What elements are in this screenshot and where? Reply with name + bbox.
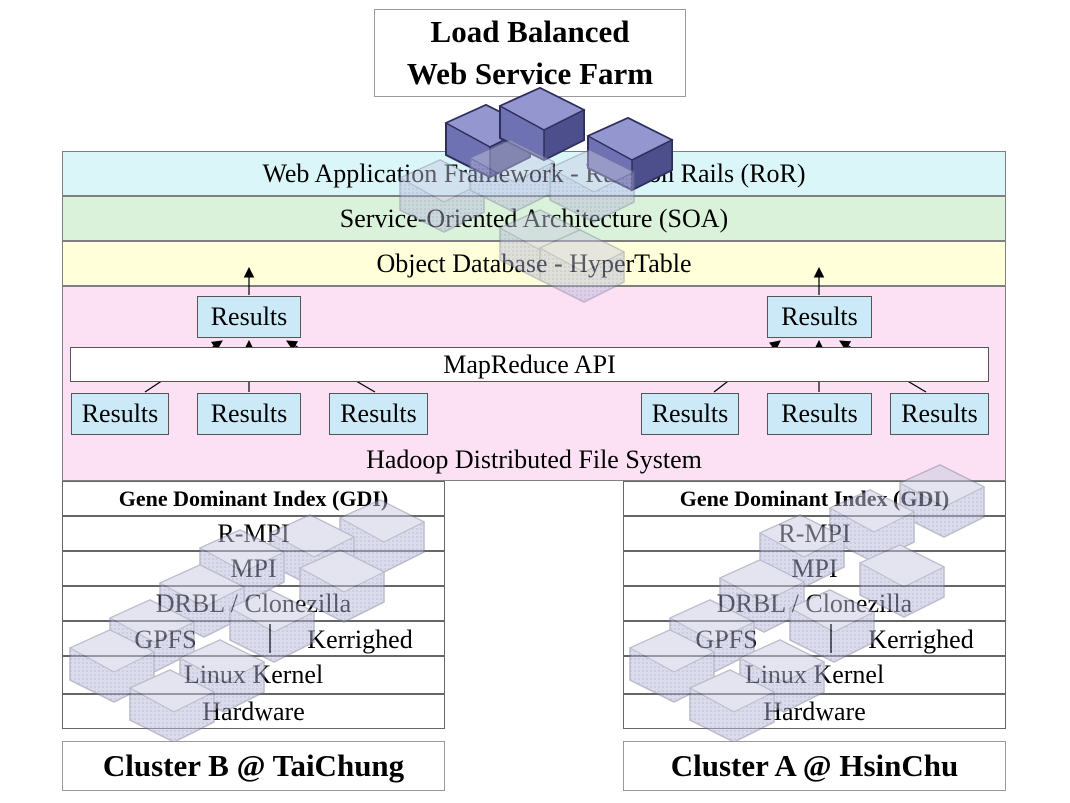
cluster-b-drbl-row: DRBL / Clonezilla [62, 586, 445, 621]
cluster-b-hardware-row: Hardware [62, 694, 445, 729]
cluster-b-hardware-label: Hardware [202, 696, 305, 726]
cluster-a-gdi-label: Gene Dominant Index (GDI) [679, 485, 950, 511]
cluster-b-gpfs-cell: GPFS [63, 622, 268, 657]
object-database-label: Object Database - HyperTable [376, 248, 692, 278]
cluster-a-kerrighed-cell: Kerrighed [836, 622, 1006, 657]
cluster-b-kernel-label: Linux Kernel [183, 660, 324, 689]
results-label: Results [210, 399, 288, 428]
cluster-b-gdi-label: Gene Dominant Index (GDI) [118, 485, 389, 511]
hdfs-label: Hadoop Distributed File System [62, 443, 1006, 477]
cluster-a-rmpi-row: R-MPI [623, 516, 1006, 551]
cluster-b-rmpi-row: R-MPI [62, 516, 445, 551]
results-label: Results [901, 399, 978, 428]
results-box: Results [641, 393, 739, 435]
results-label: Results [340, 399, 417, 428]
hdfs-label-text: Hadoop Distributed File System [366, 445, 702, 474]
soa-layer: Service-Oriented Architecture (SOA) [62, 196, 1006, 241]
cluster-b-fs-divider [269, 624, 271, 653]
cluster-a-gdi-row: Gene Dominant Index (GDI) [623, 481, 1006, 516]
cluster-b-gpfs-label: GPFS [134, 624, 197, 654]
soa-label: Service-Oriented Architecture (SOA) [339, 203, 729, 233]
results-box: Results [329, 393, 428, 435]
results-box: Results [71, 393, 169, 435]
cluster-a-mpi-row: MPI [623, 551, 1006, 586]
cluster-b-name: Cluster B @ TaiChung [102, 748, 405, 783]
cluster-b-kerrighed-label: Kerrighed [307, 624, 413, 654]
cluster-b-gdi-row: Gene Dominant Index (GDI) [62, 481, 445, 516]
web-app-framework-layer: Web Application Framework - Ruby on Rail… [62, 151, 1006, 196]
cluster-a-kernel-label: Linux Kernel [744, 660, 885, 689]
cluster-a-hardware-row: Hardware [623, 694, 1006, 729]
results-box: Results [767, 393, 872, 435]
cluster-a-rmpi-label: R-MPI [778, 518, 851, 548]
cluster-b-kernel-row: Linux Kernel [62, 656, 445, 694]
results-label: Results [81, 399, 159, 428]
mapreduce-api-label: MapReduce API [443, 349, 616, 379]
cluster-a-kerrighed-label: Kerrighed [868, 624, 974, 654]
results-label: Results [210, 302, 288, 331]
cluster-a-gpfs-cell: GPFS [624, 622, 829, 657]
farm-title: Load Balanced Web Service Farm [374, 9, 686, 97]
cluster-a-drbl-label: DRBL / Clonezilla [716, 588, 913, 618]
results-label: Results [781, 399, 858, 428]
cluster-b-mpi-label: MPI [230, 553, 277, 583]
results-box: Results [890, 393, 989, 435]
farm-title-line2: Web Service Farm [406, 56, 654, 91]
cluster-a-fs-divider [830, 624, 832, 653]
cluster-b-kerrighed-cell: Kerrighed [275, 622, 445, 657]
cluster-a-gpfs-label: GPFS [695, 624, 758, 654]
object-database-layer: Object Database - HyperTable [62, 241, 1006, 286]
results-box-right-aggregate: Results [767, 296, 872, 338]
cluster-a-hardware-label: Hardware [763, 696, 866, 726]
results-label: Results [651, 399, 729, 428]
results-label: Results [781, 302, 858, 331]
results-box: Results [197, 393, 301, 435]
cluster-a-kernel-row: Linux Kernel [623, 656, 1006, 694]
cluster-a-mpi-label: MPI [791, 553, 838, 583]
cluster-a-name: Cluster A @ HsinChu [670, 748, 959, 783]
cluster-b-mpi-row: MPI [62, 551, 445, 586]
farm-title-line1: Load Balanced [430, 14, 630, 49]
web-app-framework-label: Web Application Framework - Ruby on Rail… [262, 158, 806, 188]
mapreduce-api-bar: MapReduce API [70, 347, 989, 382]
cluster-a-fs-row: GPFS Kerrighed [623, 621, 1006, 656]
cluster-a-name-box: Cluster A @ HsinChu [623, 741, 1006, 791]
results-box-left-aggregate: Results [197, 296, 301, 338]
cluster-b-name-box: Cluster B @ TaiChung [62, 741, 445, 791]
cluster-b-fs-row: GPFS Kerrighed [62, 621, 445, 656]
cluster-a-drbl-row: DRBL / Clonezilla [623, 586, 1006, 621]
server-icon [499, 87, 585, 161]
cluster-b-rmpi-label: R-MPI [217, 518, 290, 548]
cluster-b-drbl-label: DRBL / Clonezilla [155, 588, 352, 618]
